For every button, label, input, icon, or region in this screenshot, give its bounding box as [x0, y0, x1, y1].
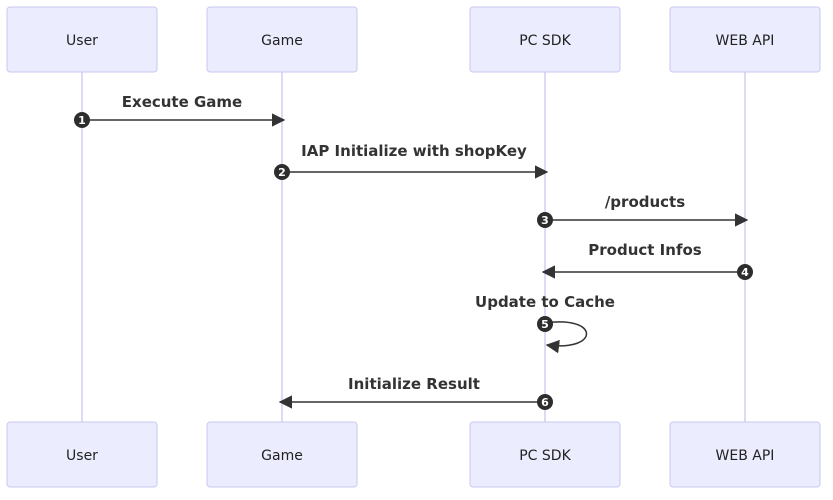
actor-bottom-webapi: WEB API [669, 421, 821, 488]
actor-label: Game [261, 33, 303, 49]
actor-top-game: Game [206, 6, 358, 73]
actor-top-user: User [6, 6, 158, 73]
message-label: Product Infos [588, 241, 701, 259]
sequence-number: 1 [78, 114, 86, 127]
sequence-number: 4 [741, 266, 749, 279]
actor-bottom-game: Game [206, 421, 358, 488]
message-label: Initialize Result [348, 375, 480, 393]
actor-bottom-user: User [6, 421, 158, 488]
actor-top-pcsdk: PC SDK [469, 6, 621, 73]
actor-bottom-pcsdk: PC SDK [469, 421, 621, 488]
message-label: Update to Cache [475, 293, 615, 311]
sequence-number: 5 [541, 318, 549, 331]
message-label: /products [605, 193, 685, 211]
actor-label: User [66, 448, 98, 464]
sequence-number: 6 [541, 396, 549, 409]
message-4: Product Infos 4 [541, 241, 753, 280]
message-label: Execute Game [122, 93, 242, 111]
actor-label: WEB API [716, 33, 775, 49]
actor-label: PC SDK [519, 33, 571, 49]
actor-label: WEB API [716, 448, 775, 464]
actor-label: Game [261, 448, 303, 464]
actor-label: User [66, 33, 98, 49]
message-3: /products 3 [537, 193, 749, 228]
sequence-number: 3 [541, 214, 549, 227]
message-label: IAP Initialize with shopKey [301, 142, 527, 160]
actor-top-webapi: WEB API [669, 6, 821, 73]
message-1: Execute Game 1 [74, 93, 286, 128]
message-5: Update to Cache 5 [475, 293, 615, 354]
actor-label: PC SDK [519, 448, 571, 464]
message-6: Initialize Result 6 [278, 375, 553, 410]
sequence-number: 2 [278, 166, 286, 179]
message-2: IAP Initialize with shopKey 2 [274, 142, 549, 180]
